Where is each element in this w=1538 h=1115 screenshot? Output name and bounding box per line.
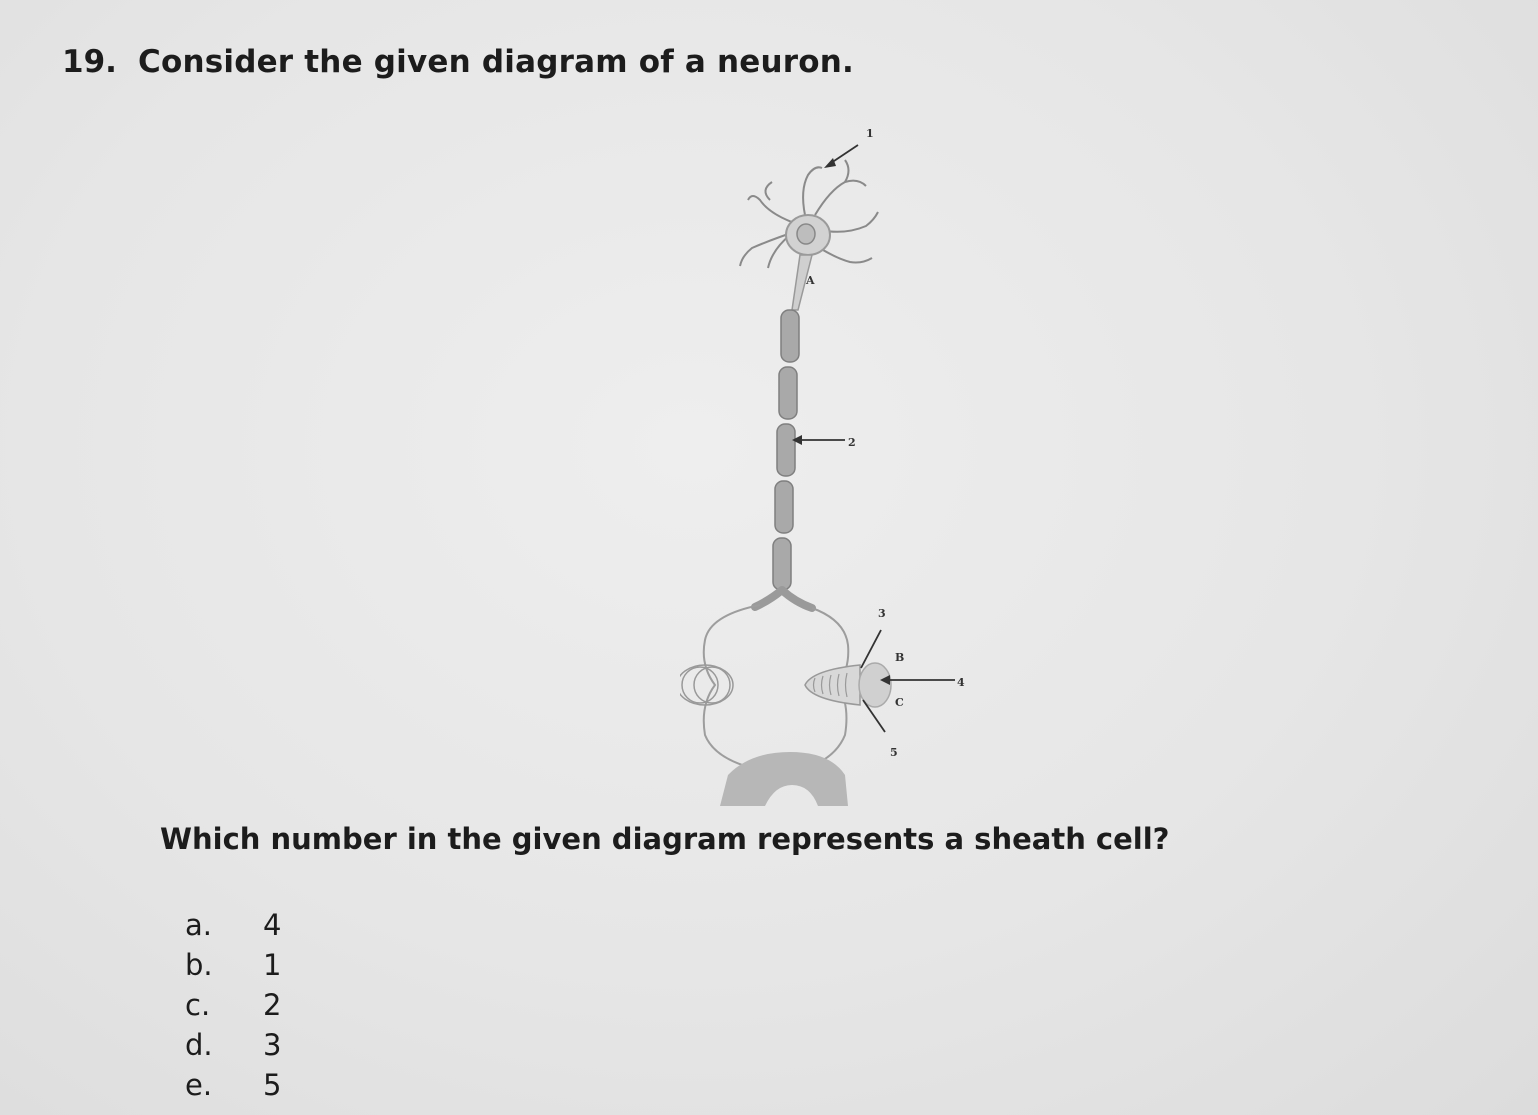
label-C: C bbox=[895, 696, 904, 709]
label-1: 1 bbox=[866, 127, 874, 140]
option-letter: c. bbox=[185, 988, 211, 1022]
right-synapse bbox=[804, 662, 892, 708]
option-letter: d. bbox=[185, 1028, 213, 1062]
question-title: Consider the given diagram of a neuron. bbox=[138, 44, 855, 80]
option-value: 1 bbox=[263, 948, 282, 982]
label-A: A bbox=[805, 274, 815, 287]
option-letter: e. bbox=[185, 1068, 213, 1102]
label-3: 3 bbox=[878, 607, 886, 620]
option-c[interactable]: c. 2 bbox=[185, 985, 303, 1025]
option-value: 2 bbox=[263, 988, 282, 1022]
option-value: 3 bbox=[263, 1028, 282, 1062]
option-letter: a. bbox=[185, 908, 212, 942]
option-letter: b. bbox=[185, 948, 213, 982]
option-value: 5 bbox=[263, 1068, 282, 1102]
option-value: 4 bbox=[263, 908, 282, 942]
question-prompt: Which number in the given diagram repres… bbox=[160, 822, 1170, 856]
label-B: B bbox=[895, 651, 904, 664]
option-d[interactable]: d. 3 bbox=[185, 1025, 303, 1065]
question-number: 19. bbox=[62, 44, 117, 80]
option-a[interactable]: a. 4 bbox=[185, 905, 303, 945]
label-4: 4 bbox=[957, 676, 965, 689]
myelin-sheath bbox=[772, 309, 800, 591]
neuron-diagram: 1 A 2 3 B 4 C 5 bbox=[680, 127, 965, 806]
label-5: 5 bbox=[890, 746, 898, 759]
left-synapse bbox=[680, 664, 734, 706]
option-e[interactable]: e. 5 bbox=[185, 1065, 303, 1105]
option-b[interactable]: b. 1 bbox=[185, 945, 303, 985]
target-cell bbox=[720, 752, 848, 806]
nucleus bbox=[796, 223, 816, 245]
answer-options: a. 4 b. 1 c. 2 d. 3 e. 5 bbox=[185, 905, 303, 1105]
label-2: 2 bbox=[848, 436, 856, 449]
